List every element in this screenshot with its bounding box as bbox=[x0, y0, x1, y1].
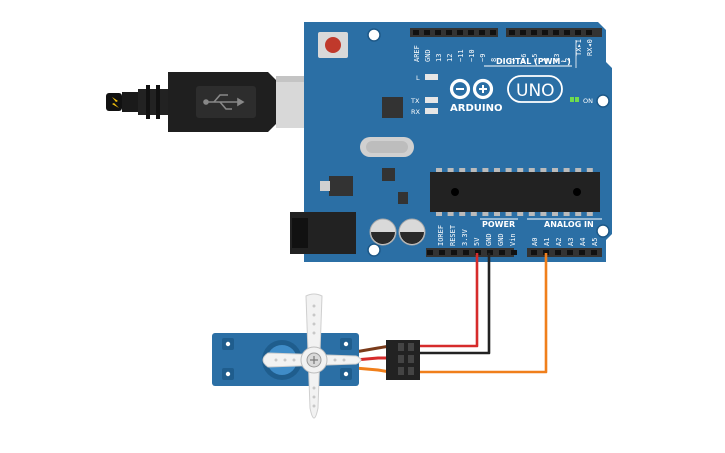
digital-pin-label: 4 bbox=[542, 58, 550, 62]
model-label: UNO bbox=[516, 81, 555, 101]
power-pin-label: GND bbox=[497, 233, 505, 246]
led-l bbox=[425, 74, 438, 80]
power-pin-socket[interactable] bbox=[499, 250, 505, 255]
power-pin-socket[interactable] bbox=[427, 250, 433, 255]
analog-pin-label: A1 bbox=[543, 238, 551, 246]
digital-pin-socket[interactable] bbox=[520, 30, 526, 35]
power-pin-socket[interactable] bbox=[451, 250, 457, 255]
analog-pin-socket[interactable] bbox=[579, 250, 585, 255]
digital-pin-label: AREF bbox=[413, 45, 421, 62]
analog-pin-socket[interactable] bbox=[531, 250, 537, 255]
digital-pin-label: ~3 bbox=[553, 54, 561, 62]
wires bbox=[418, 253, 548, 374]
led-rx bbox=[425, 108, 438, 114]
analog-pin-label: A5 bbox=[591, 238, 599, 246]
wire-gnd[interactable] bbox=[418, 253, 491, 355]
brand-label: ARDUINO bbox=[450, 103, 502, 114]
digital-pin-socket[interactable] bbox=[479, 30, 485, 35]
digital-pin-label: 13 bbox=[435, 54, 443, 62]
digital-pin-label: ~11 bbox=[457, 49, 465, 62]
arduino-logo: ARDUINO UNO bbox=[449, 75, 563, 114]
analog-pin-socket[interactable] bbox=[555, 250, 561, 255]
digital-pin-label: ~6 bbox=[520, 54, 528, 62]
analog-pin-socket[interactable] bbox=[591, 250, 597, 255]
power-pin-socket[interactable] bbox=[511, 250, 517, 255]
power-header bbox=[426, 248, 514, 257]
lightning-icon bbox=[112, 97, 119, 108]
digital-pin-socket[interactable] bbox=[446, 30, 452, 35]
power-pin-label: RESET bbox=[449, 224, 457, 246]
power-pin-socket[interactable] bbox=[487, 250, 493, 255]
power-led bbox=[570, 97, 574, 102]
analog-header bbox=[527, 248, 602, 257]
mounting-hole bbox=[596, 224, 610, 238]
digital-pin-socket[interactable] bbox=[435, 30, 441, 35]
digital-pin-socket[interactable] bbox=[542, 30, 548, 35]
analog-pin-socket[interactable] bbox=[543, 250, 549, 255]
digital-pin-label: GND bbox=[424, 49, 432, 62]
digital-header-label: DIGITAL (PWM~) bbox=[496, 57, 571, 66]
digital-pin-label: 8 bbox=[490, 58, 498, 62]
power-pin-label: Vin bbox=[509, 233, 517, 246]
digital-pin-socket[interactable] bbox=[424, 30, 430, 35]
power-pin-socket[interactable] bbox=[475, 250, 481, 255]
digital-pin-socket[interactable] bbox=[509, 30, 515, 35]
wire-signal-a1[interactable] bbox=[418, 253, 548, 374]
power-header-label: POWER bbox=[482, 220, 515, 229]
digital-pin-socket[interactable] bbox=[586, 30, 592, 35]
analog-pin-label: A0 bbox=[531, 238, 539, 246]
digital-pin-label: 12 bbox=[446, 54, 454, 62]
digital-pin-socket[interactable] bbox=[490, 30, 496, 35]
on-label: ON bbox=[583, 97, 593, 105]
digital-pin-socket[interactable] bbox=[575, 30, 581, 35]
cable-end bbox=[106, 93, 122, 111]
power-pin-socket[interactable] bbox=[463, 250, 469, 255]
digital-pin-label: RX◂0 bbox=[586, 39, 594, 56]
digital-pin-socket[interactable] bbox=[457, 30, 463, 35]
analog-pin-label: A2 bbox=[555, 238, 563, 246]
voltage-regulator bbox=[329, 176, 353, 196]
power-pin-label: 5V bbox=[473, 237, 481, 246]
mounting-hole bbox=[367, 243, 381, 257]
digital-header-left bbox=[410, 28, 498, 37]
analog-header-label: ANALOG IN bbox=[544, 220, 594, 229]
usb-icon bbox=[203, 94, 245, 110]
usb-chip bbox=[382, 97, 403, 118]
digital-pin-socket[interactable] bbox=[413, 30, 419, 35]
servo-motor bbox=[212, 293, 420, 419]
power-pin-label: 3.3V bbox=[461, 228, 469, 246]
digital-pin-socket[interactable] bbox=[564, 30, 570, 35]
digital-pin-socket[interactable] bbox=[553, 30, 559, 35]
digital-pin-socket[interactable] bbox=[468, 30, 474, 35]
mounting-hole bbox=[596, 94, 610, 108]
digital-pin-label: TX▸1 bbox=[575, 39, 583, 56]
led-rx-label: RX bbox=[411, 108, 421, 116]
analog-pin-socket[interactable] bbox=[567, 250, 573, 255]
led-tx-label: TX bbox=[410, 97, 420, 105]
led-tx bbox=[425, 97, 438, 103]
digital-pin-label: ~10 bbox=[468, 49, 476, 62]
power-pin-label: GND bbox=[485, 233, 493, 246]
power-pin-label: IOREF bbox=[437, 225, 445, 246]
infinity-logo-icon bbox=[449, 78, 471, 100]
wire-5v[interactable] bbox=[418, 253, 479, 348]
led-l-label: L bbox=[416, 74, 420, 82]
servo-horn[interactable] bbox=[262, 293, 362, 419]
digital-pin-label: 7 bbox=[509, 58, 517, 62]
digital-pin-label: 2 bbox=[564, 58, 572, 62]
digital-pin-label: ~9 bbox=[479, 54, 487, 62]
analog-pin-label: A4 bbox=[579, 238, 587, 246]
digital-pin-socket[interactable] bbox=[531, 30, 537, 35]
power-pin-socket[interactable] bbox=[439, 250, 445, 255]
mounting-hole bbox=[367, 28, 381, 42]
digital-pin-label: ~5 bbox=[531, 54, 539, 62]
analog-pin-label: A3 bbox=[567, 238, 575, 246]
